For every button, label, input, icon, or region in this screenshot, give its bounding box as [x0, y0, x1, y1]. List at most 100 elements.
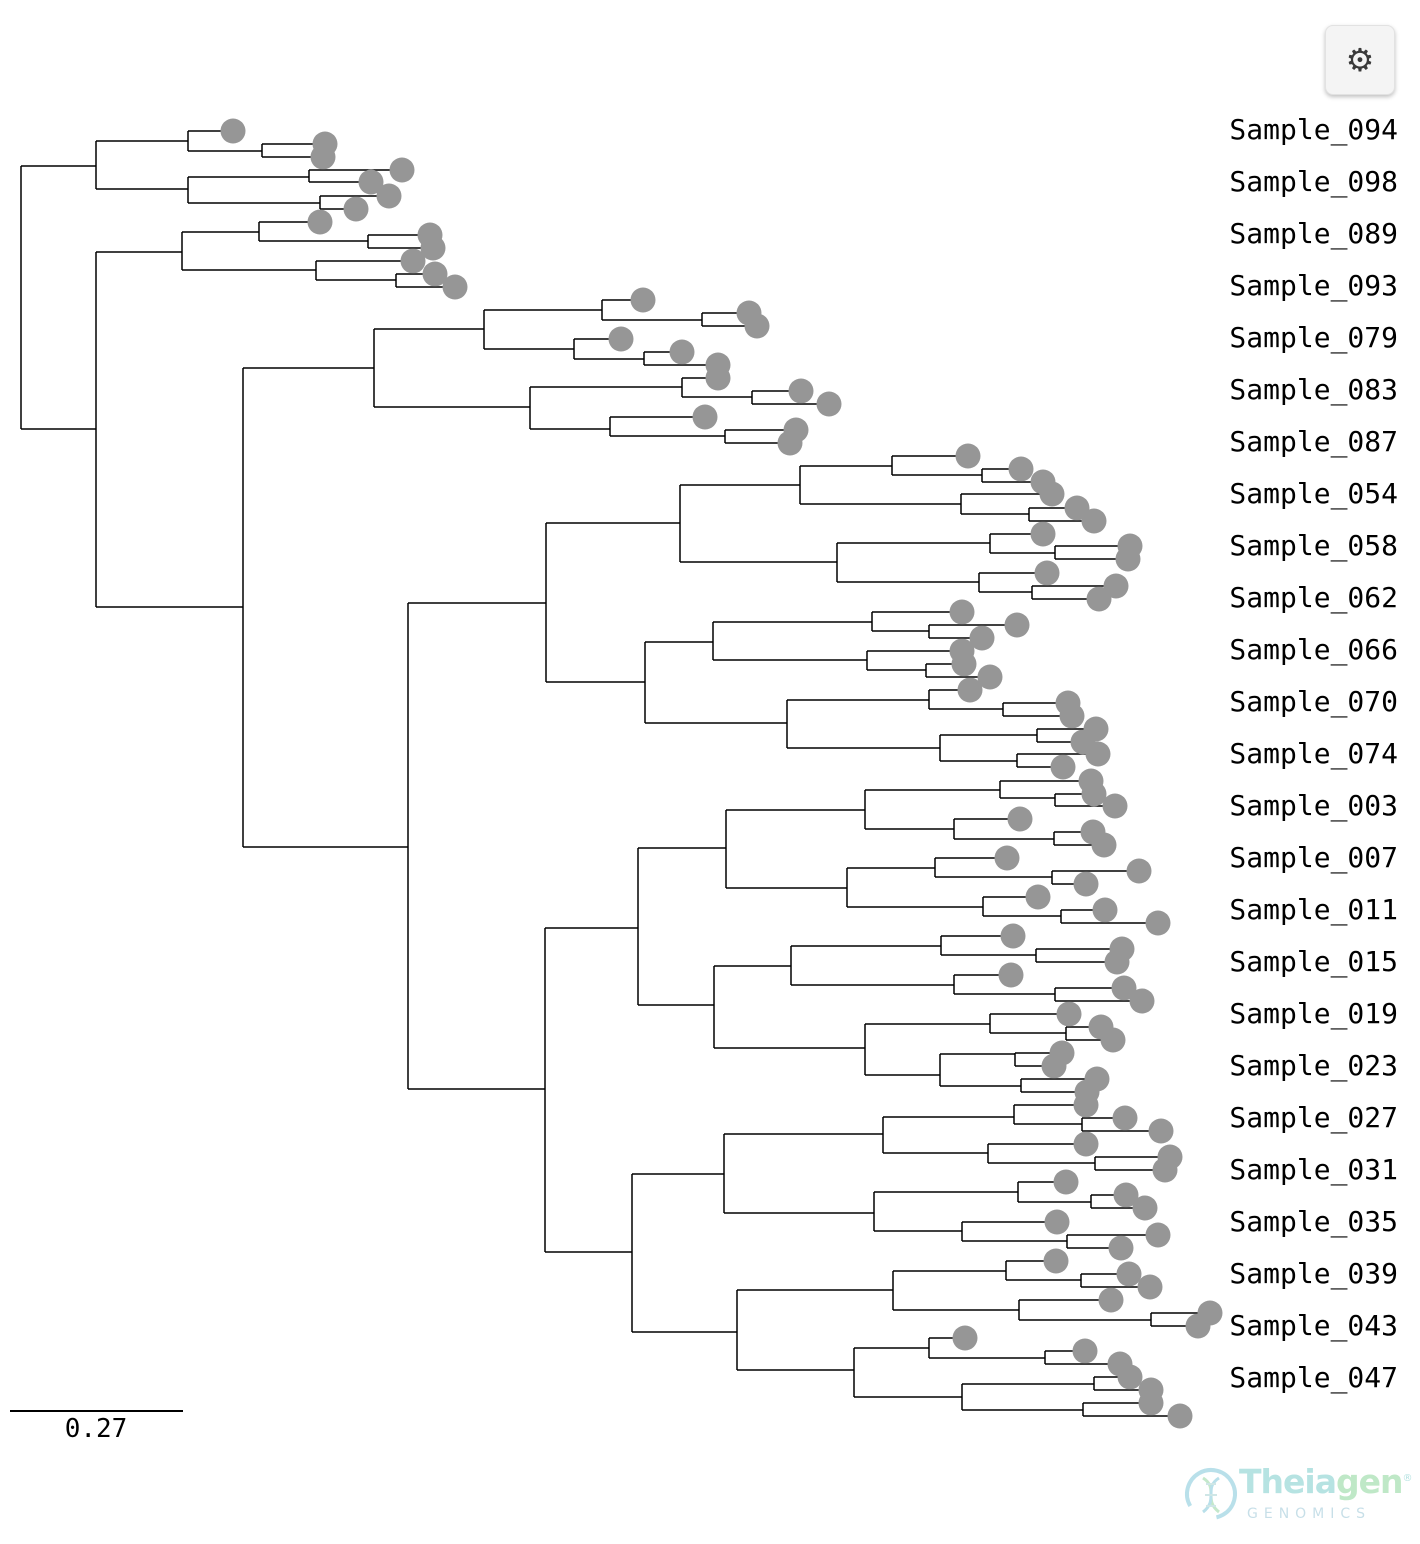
- tip-node[interactable]: [1138, 1390, 1164, 1416]
- tip-label: Sample_054: [1229, 477, 1398, 511]
- tip-label: Sample_015: [1229, 945, 1398, 979]
- tip-node[interactable]: [1004, 612, 1030, 638]
- tip-node[interactable]: [744, 313, 770, 339]
- tip-node[interactable]: [957, 677, 983, 703]
- tip-node[interactable]: [1102, 793, 1128, 819]
- scale-bar-label: 0.27: [65, 1414, 128, 1444]
- tip-node[interactable]: [1059, 703, 1085, 729]
- tip-node[interactable]: [220, 118, 246, 144]
- tip-node[interactable]: [777, 430, 803, 456]
- tip-node[interactable]: [1025, 884, 1051, 910]
- tip-node[interactable]: [994, 845, 1020, 871]
- tip-node[interactable]: [705, 365, 731, 391]
- tip-node[interactable]: [816, 391, 842, 417]
- tip-node[interactable]: [1185, 1313, 1211, 1339]
- tip-node[interactable]: [1126, 858, 1152, 884]
- tip-node[interactable]: [1148, 1118, 1174, 1144]
- tip-node[interactable]: [1115, 546, 1141, 572]
- tip-node[interactable]: [1103, 573, 1129, 599]
- tip-node[interactable]: [1081, 508, 1107, 534]
- tip-node[interactable]: [400, 248, 426, 274]
- tip-node[interactable]: [343, 196, 369, 222]
- tip-node[interactable]: [952, 1325, 978, 1351]
- tip-node[interactable]: [1050, 754, 1076, 780]
- tip-node[interactable]: [1043, 1248, 1069, 1274]
- scale-bar: 0.27: [10, 1410, 183, 1444]
- brand-subtitle: GENOMICS: [1247, 1506, 1372, 1522]
- settings-button[interactable]: ⚙: [1325, 25, 1395, 95]
- tip-label: Sample_035: [1229, 1205, 1398, 1239]
- tip-labels: Sample_094Sample_098Sample_089Sample_093…: [1229, 113, 1398, 1395]
- tip-node[interactable]: [1098, 1287, 1124, 1313]
- tip-node[interactable]: [442, 274, 468, 300]
- tip-node[interactable]: [669, 339, 695, 365]
- tip-node[interactable]: [422, 261, 448, 287]
- tip-label: Sample_079: [1229, 321, 1398, 355]
- tip-node[interactable]: [1104, 949, 1130, 975]
- tip-node[interactable]: [1108, 1235, 1134, 1261]
- tip-node[interactable]: [1113, 1182, 1139, 1208]
- tip-label: Sample_062: [1229, 581, 1398, 615]
- tip-label: Sample_087: [1229, 425, 1398, 459]
- tip-node[interactable]: [1086, 586, 1112, 612]
- tip-node[interactable]: [1034, 560, 1060, 586]
- tip-node[interactable]: [1044, 1209, 1070, 1235]
- tip-node[interactable]: [1056, 1001, 1082, 1027]
- tip-node[interactable]: [376, 183, 402, 209]
- tip-node[interactable]: [1064, 495, 1090, 521]
- tip-node[interactable]: [608, 326, 634, 352]
- tip-node[interactable]: [1073, 1092, 1099, 1118]
- tip-node[interactable]: [1091, 832, 1117, 858]
- tip-node[interactable]: [788, 378, 814, 404]
- tip-node[interactable]: [1073, 1131, 1099, 1157]
- tip-node[interactable]: [1116, 1261, 1142, 1287]
- tip-node[interactable]: [1092, 897, 1118, 923]
- tip-node[interactable]: [977, 664, 1003, 690]
- tip-label: Sample_019: [1229, 997, 1398, 1031]
- tip-node[interactable]: [1007, 806, 1033, 832]
- tip-node[interactable]: [951, 651, 977, 677]
- tip-node[interactable]: [1111, 975, 1137, 1001]
- tip-node[interactable]: [1132, 1195, 1158, 1221]
- tip-node[interactable]: [630, 287, 656, 313]
- tip-node[interactable]: [310, 144, 336, 170]
- tip-node[interactable]: [1072, 1338, 1098, 1364]
- tip-node[interactable]: [1081, 781, 1107, 807]
- tip-label: Sample_066: [1229, 633, 1398, 667]
- tip-node[interactable]: [1085, 741, 1111, 767]
- tip-node[interactable]: [1112, 1105, 1138, 1131]
- tip-node[interactable]: [692, 404, 718, 430]
- tip-node[interactable]: [1039, 481, 1065, 507]
- tip-node[interactable]: [1167, 1403, 1193, 1429]
- tip-node[interactable]: [307, 209, 333, 235]
- brand-name: Theiagen®: [1239, 1462, 1412, 1501]
- tip-label: Sample_003: [1229, 789, 1398, 823]
- tip-node[interactable]: [969, 625, 995, 651]
- tip-node[interactable]: [1000, 923, 1026, 949]
- tip-node[interactable]: [949, 599, 975, 625]
- tip-node[interactable]: [358, 169, 384, 195]
- tip-node[interactable]: [1129, 988, 1155, 1014]
- tip-node[interactable]: [1152, 1157, 1178, 1183]
- tip-node[interactable]: [955, 443, 981, 469]
- tip-label: Sample_089: [1229, 217, 1398, 251]
- tip-node[interactable]: [420, 235, 446, 261]
- tip-node[interactable]: [1008, 456, 1034, 482]
- tip-node[interactable]: [1145, 1222, 1171, 1248]
- dna-logo-icon: [1185, 1468, 1237, 1520]
- tip-node[interactable]: [1145, 910, 1171, 936]
- tip-label: Sample_098: [1229, 165, 1398, 199]
- tip-label: Sample_039: [1229, 1257, 1398, 1291]
- tip-node[interactable]: [389, 157, 415, 183]
- tip-node[interactable]: [1053, 1169, 1079, 1195]
- tip-node[interactable]: [1117, 1364, 1143, 1390]
- tree-branches: [20, 130, 1210, 1417]
- tip-node[interactable]: [1137, 1274, 1163, 1300]
- tip-node[interactable]: [998, 962, 1024, 988]
- tip-node[interactable]: [1073, 871, 1099, 897]
- tip-label: Sample_047: [1229, 1361, 1398, 1395]
- tip-node[interactable]: [1041, 1053, 1067, 1079]
- tip-node[interactable]: [1030, 521, 1056, 547]
- tip-node[interactable]: [1100, 1027, 1126, 1053]
- brand-name-part1: Theia: [1239, 1462, 1337, 1501]
